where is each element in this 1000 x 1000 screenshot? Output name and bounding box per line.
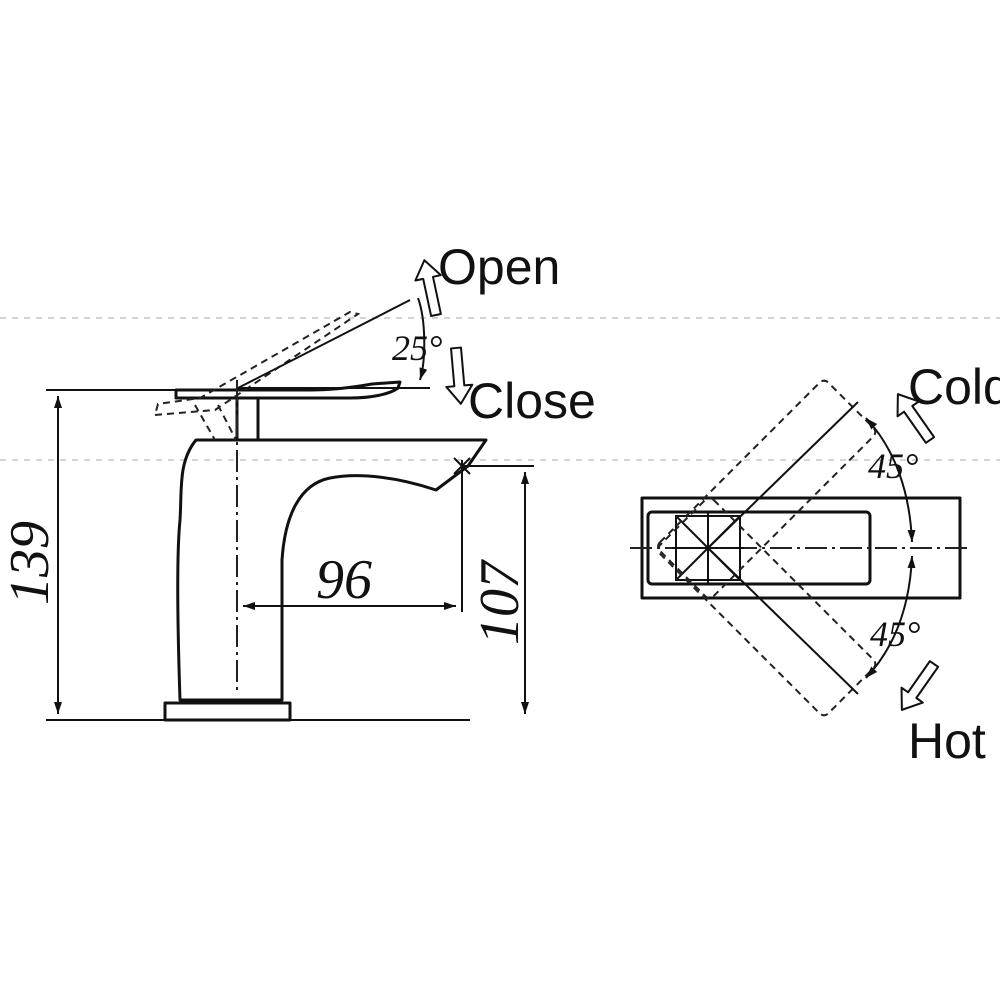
cold-angle-label: 45°: [868, 446, 918, 486]
faucet-body: [176, 438, 488, 702]
lever-stem: [235, 396, 260, 442]
side-view: 25° Open Close 139 96 107: [0, 239, 596, 722]
cold-arrow-icon: [896, 393, 936, 444]
faucet-base-plate: [163, 701, 292, 722]
top-view: 45° 45° Cold Hot: [630, 359, 1000, 769]
hot-arrow-icon: [900, 660, 940, 711]
handle-cold-position: [657, 379, 877, 599]
spout-height-label: 107: [469, 559, 531, 645]
open-label: Open: [438, 239, 560, 295]
angle-arc: [417, 297, 428, 381]
cold-label: Cold: [908, 359, 1000, 415]
lever-handle-open-position: [153, 310, 361, 441]
spout-reach-label: 96: [316, 549, 372, 611]
open-arrow-icon: [414, 259, 442, 318]
cold-angle-arc: [865, 417, 916, 543]
hot-angle-arc: [865, 555, 916, 679]
close-arrow-icon: [445, 346, 474, 405]
handle-hot-position: [657, 497, 877, 717]
total-height-label: 139: [0, 521, 61, 605]
angle-open-line: [237, 299, 411, 389]
hot-label: Hot: [908, 713, 986, 769]
lever-handle: [174, 380, 402, 400]
hot-angle-label: 45°: [870, 614, 920, 654]
close-label: Close: [468, 373, 596, 429]
hot-angle-line: [707, 547, 859, 695]
lever-angle-label: 25°: [392, 328, 442, 368]
cold-angle-line: [707, 401, 859, 549]
